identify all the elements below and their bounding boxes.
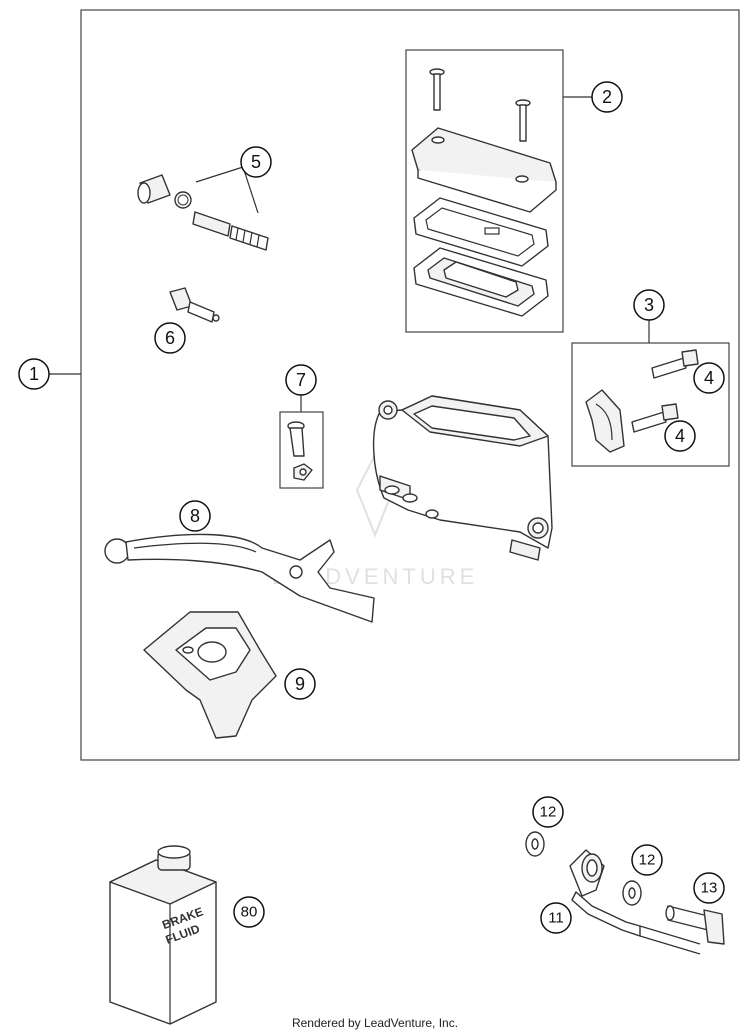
cover-kit-frame	[405, 49, 564, 333]
master-cylinder-body	[372, 395, 553, 561]
callout-9: 9	[295, 674, 305, 694]
callout-11: 11	[548, 910, 564, 927]
cover-screw	[515, 99, 531, 142]
reservoir-cover	[411, 127, 557, 213]
callout-7: 7	[296, 370, 306, 390]
callout-1: 1	[29, 364, 39, 384]
clamp-frame	[571, 342, 730, 467]
main-assembly-frame	[80, 9, 740, 761]
banjo-bolt	[665, 905, 725, 945]
callout-12: 12	[639, 852, 656, 869]
callout-4: 4	[675, 426, 685, 446]
callout-80: 80	[241, 904, 258, 921]
callout-4: 4	[704, 368, 714, 388]
reservoir-diaphragm	[413, 247, 549, 317]
cover-screw	[429, 68, 445, 111]
callout-5: 5	[251, 152, 261, 172]
callout-8: 8	[190, 506, 200, 526]
pivot-bolt	[287, 421, 313, 481]
sealing-washer	[622, 880, 642, 906]
brake-lever	[104, 533, 375, 623]
lever-boot	[143, 611, 277, 739]
callout-13: 13	[701, 880, 718, 897]
bleed-screw	[169, 287, 220, 323]
clamp-bolt	[651, 349, 699, 379]
brake-fluid-jug: BRAKE FLUID	[109, 845, 217, 1025]
callout-2: 2	[602, 87, 612, 107]
sealing-washer	[525, 831, 545, 857]
callout-3: 3	[644, 295, 654, 315]
callout-6: 6	[165, 328, 175, 348]
cover-gasket	[413, 197, 549, 267]
callout-12: 12	[540, 804, 557, 821]
clamp-bolt	[631, 403, 679, 433]
footer-credit: Rendered by LeadVenture, Inc.	[291, 1016, 459, 1030]
piston-kit	[137, 174, 269, 251]
handlebar-clamp	[585, 389, 625, 453]
banjo-fitting-hose	[569, 849, 701, 955]
